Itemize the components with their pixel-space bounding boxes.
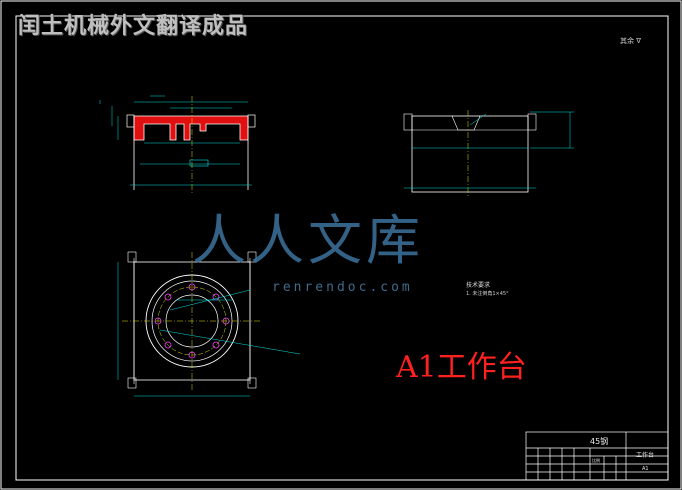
tech-requirements-line: 1. 未注倒角1×45° — [466, 291, 509, 297]
tech-requirements-title: 技术要求 — [466, 282, 491, 289]
front-dimensions — [99, 95, 252, 186]
plan-view — [117, 251, 301, 397]
watermark-title: 闰土机械外文翻译成品 — [18, 14, 249, 39]
drawing-frame — [15, 15, 669, 481]
title-block-scale: 比例 — [592, 458, 600, 463]
side-dimensions — [404, 111, 574, 189]
plan-dimensions — [117, 262, 301, 397]
watermark-url: renrendoc.com — [272, 280, 413, 295]
title-block-material: 45钢 — [590, 437, 609, 446]
title-block-grid — [525, 431, 669, 481]
title-block-part-name: 工作台 — [636, 452, 655, 459]
section-fill — [133, 115, 249, 141]
front-section-view — [99, 95, 256, 194]
roughness-note: 其余 ∇ — [620, 37, 641, 45]
watermark-logo-text: 人人文库 — [192, 209, 424, 272]
title-block-drawing-no: A1 — [642, 466, 649, 472]
side-view — [403, 110, 574, 196]
drawing-label: A1工作台 — [396, 350, 527, 385]
